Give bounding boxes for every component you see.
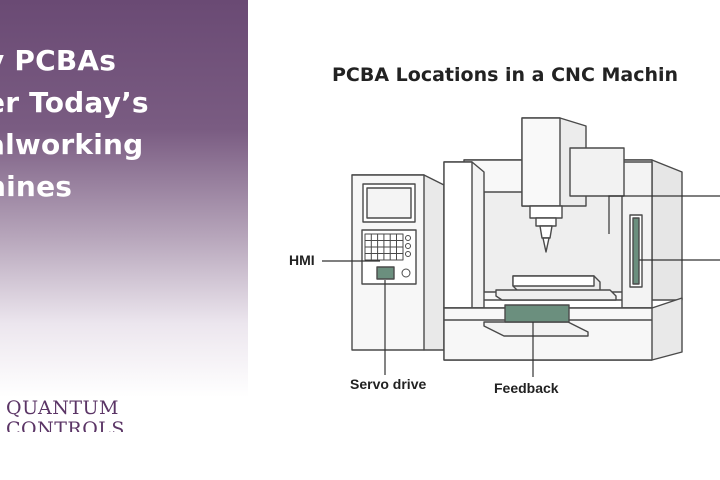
feedback-slide	[483, 304, 589, 337]
servo-drive-label: Servo drive	[350, 376, 427, 392]
quantum-controls-logo: QUANTUM CONTROLS	[6, 397, 125, 433]
diagram-title: PCBA Locations in a CNC Machin	[332, 64, 679, 86]
title-panel: y PCBAs er Today’s alworking hines QUANT…	[0, 0, 248, 432]
control-cabinet	[351, 174, 445, 351]
hmi-label: HMI	[289, 252, 315, 268]
spindle-leader-line	[608, 195, 720, 234]
headline: y PCBAs er Today’s alworking hines	[0, 44, 149, 203]
spindle-head	[521, 117, 625, 253]
keypad	[364, 233, 411, 278]
feedback-label: Feedback	[494, 380, 559, 396]
logo-line-1: QUANTUM	[6, 397, 119, 419]
logo-line-2: CONTROLS	[6, 418, 125, 433]
servo-drive-board	[376, 266, 395, 280]
worktable	[495, 275, 617, 301]
